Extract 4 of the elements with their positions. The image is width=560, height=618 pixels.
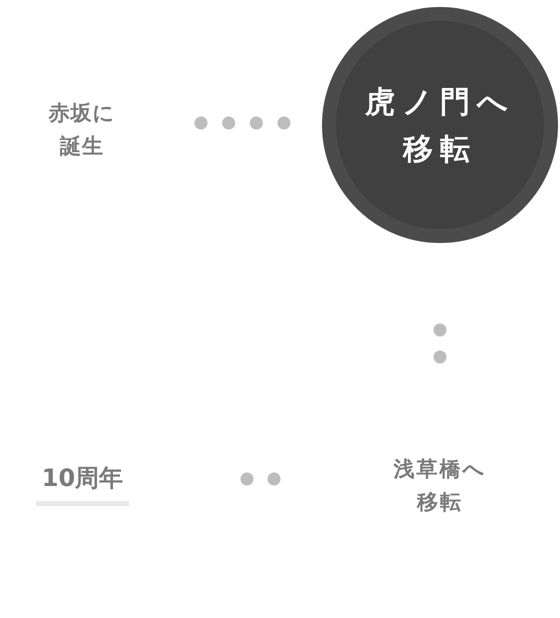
milestone-label: 赤坂に誕生: [48, 100, 116, 160]
milestone-label: 浅草橋へ移転: [392, 456, 488, 516]
milestone-label: 虎ノ門へ移転: [364, 84, 516, 169]
milestone-label: 10周年: [36, 463, 129, 506]
